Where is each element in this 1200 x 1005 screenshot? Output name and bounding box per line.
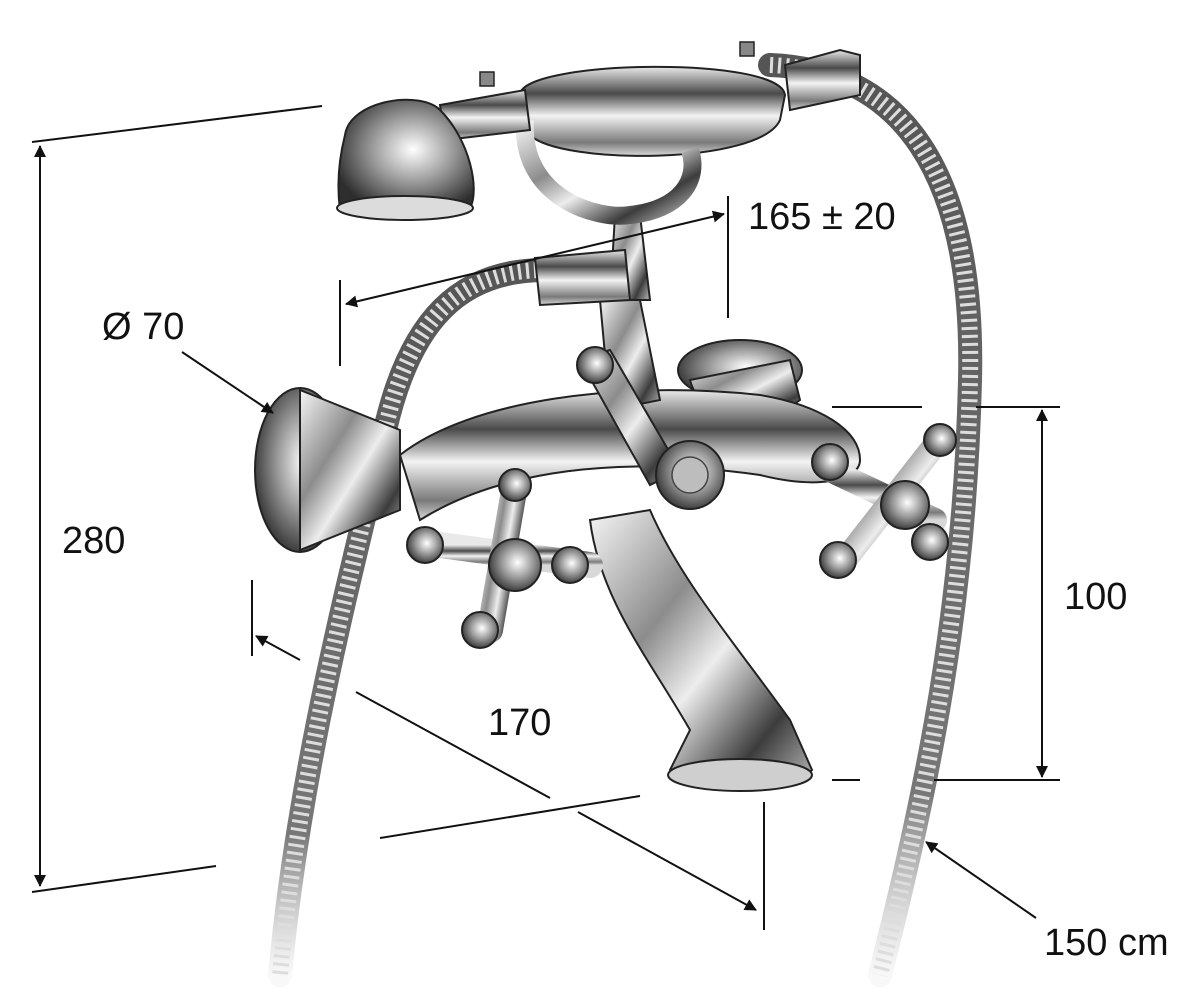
dimension-170 <box>251 580 765 930</box>
label-spout-height-100: 100 <box>1064 576 1128 618</box>
label-reach-165: 165 ± 20 <box>748 196 896 238</box>
label-diameter-70: Ø 70 <box>102 306 185 348</box>
right-cross-handle <box>811 423 957 579</box>
label-depth-170: 170 <box>488 702 552 744</box>
dimension-280 <box>31 105 323 893</box>
handset-cradle <box>438 41 861 225</box>
label-hose-150cm: 150 cm <box>1044 922 1169 964</box>
dimension-diameter-70 <box>181 351 274 414</box>
hose-connector <box>533 248 632 307</box>
dimension-hose-150 <box>925 841 1037 919</box>
mixer-body <box>398 389 862 522</box>
label-height-280: 280 <box>62 520 126 562</box>
dimension-100 <box>832 406 1060 781</box>
dimension-165 <box>339 196 729 366</box>
left-cross-handle <box>406 468 603 649</box>
faucet-illustration <box>254 41 957 792</box>
spout <box>588 508 814 790</box>
left-wall-flange <box>254 387 401 553</box>
